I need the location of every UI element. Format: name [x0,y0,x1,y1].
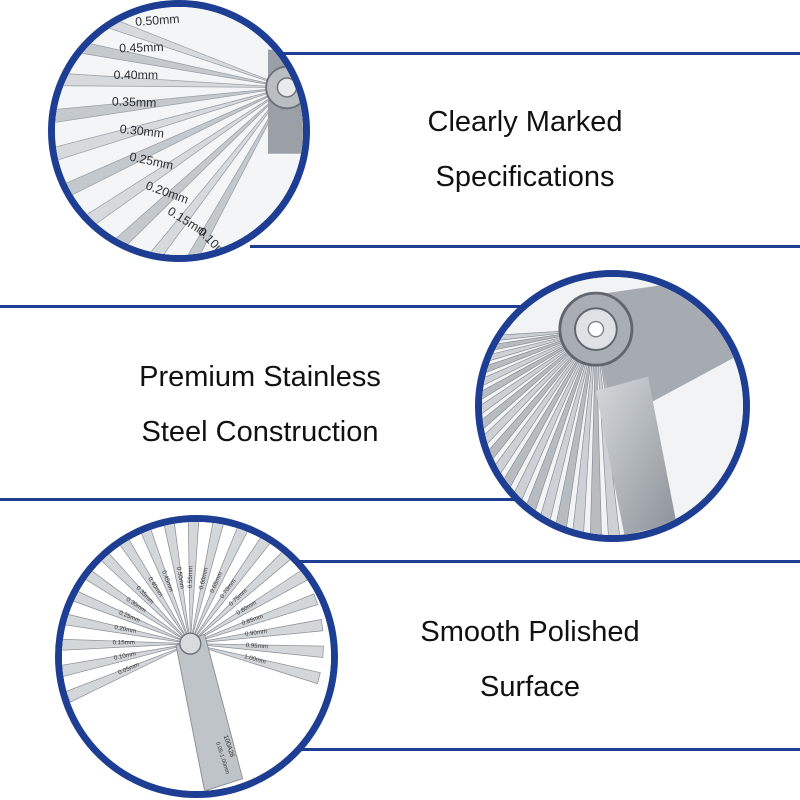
feeler-blade [96,87,288,255]
feature-caption: Clearly Marked Specifications [395,95,655,205]
blade-thickness-label: 0.90mm [244,628,267,638]
feeler-blade [190,593,319,645]
feature-band [0,305,530,501]
feeler-blade [571,329,597,535]
feeler-blade [62,612,191,645]
pivot-screw [179,632,202,655]
feeler-blade [55,35,287,88]
feeler-blade [62,643,191,678]
feeler-blade [55,87,288,162]
caption-line-2: Surface [480,671,580,703]
feeler-blade [163,522,191,644]
feeler-blade [190,643,324,658]
blade-thickness-label: 0.15mm [113,639,135,646]
feeler-blade [190,619,324,645]
gauge-closeup-pivot [475,270,750,542]
blade-thickness-label: 0.50mm [135,12,180,29]
blade-thickness-label: 0.50mm [175,566,186,589]
feeler-blade [492,329,597,535]
caption-line-2: Specifications [435,161,615,193]
feeler-blade [482,328,597,535]
feeler-blade [534,329,597,535]
blade-thickness-label: 0.20mm [114,624,137,635]
feeler-blade [482,328,597,474]
feeler-blade [189,522,225,644]
feeler-blade [55,7,288,88]
blade-thickness-label: 0.60mm [198,567,210,590]
feeler-blade [590,329,602,535]
feeler-blade [65,643,191,703]
caption-line-1: Smooth Polished [420,616,640,648]
feature-caption: Smooth Polished Surface [400,605,660,715]
blade-thickness-label: 0.35mm [112,94,157,110]
blade-thickness-label: 0.10mm [113,650,136,661]
feeler-blade [55,72,287,88]
full-gauge-svg: 100A26 0.05-1.00mm 1.00mm0.95mm0.90mm0.8… [62,522,331,791]
feeler-blade [482,328,597,503]
handle-arm [595,376,677,535]
feature-panel-stainless: Premium Stainless Steel Construction [0,270,800,542]
feature-band [265,560,800,751]
feature-band [250,52,800,248]
feeler-blade [482,328,596,364]
feeler-blade [55,87,288,254]
pivot-closeup-svg [482,277,743,535]
blade-thickness-label: 0.45mm [119,40,164,56]
feeler-blade [187,522,200,644]
feeler-blade [55,87,287,123]
labeled-blades-svg: 0.50mm0.45mm0.40mm0.35mm0.30mm0.25mm0.20… [55,7,303,255]
blade-thickness-label: 0.55mm [187,566,195,588]
caption-line-1: Premium Stainless [139,361,381,393]
blade-thickness-label: 0.30mm [119,122,165,141]
caption-line-2: Steel Construction [141,416,379,448]
feeler-blade [55,87,288,204]
feeler-blade [514,329,597,535]
caption-line-1: Clearly Marked [427,106,623,138]
feeler-blade [135,522,191,644]
feeler-blade [553,329,597,535]
feeler-blade [482,328,596,343]
feeler-blade [187,87,288,255]
feeler-blade [62,638,191,651]
feeler-blade [482,328,597,431]
blade-thickness-label: 0.40mm [114,68,158,82]
feeler-blade [148,87,288,255]
feeler-blade [482,328,597,450]
feeler-blade [190,643,321,685]
feature-caption: Premium Stainless Steel Construction [115,350,405,460]
blade-thickness-label: 0.95mm [246,642,269,650]
